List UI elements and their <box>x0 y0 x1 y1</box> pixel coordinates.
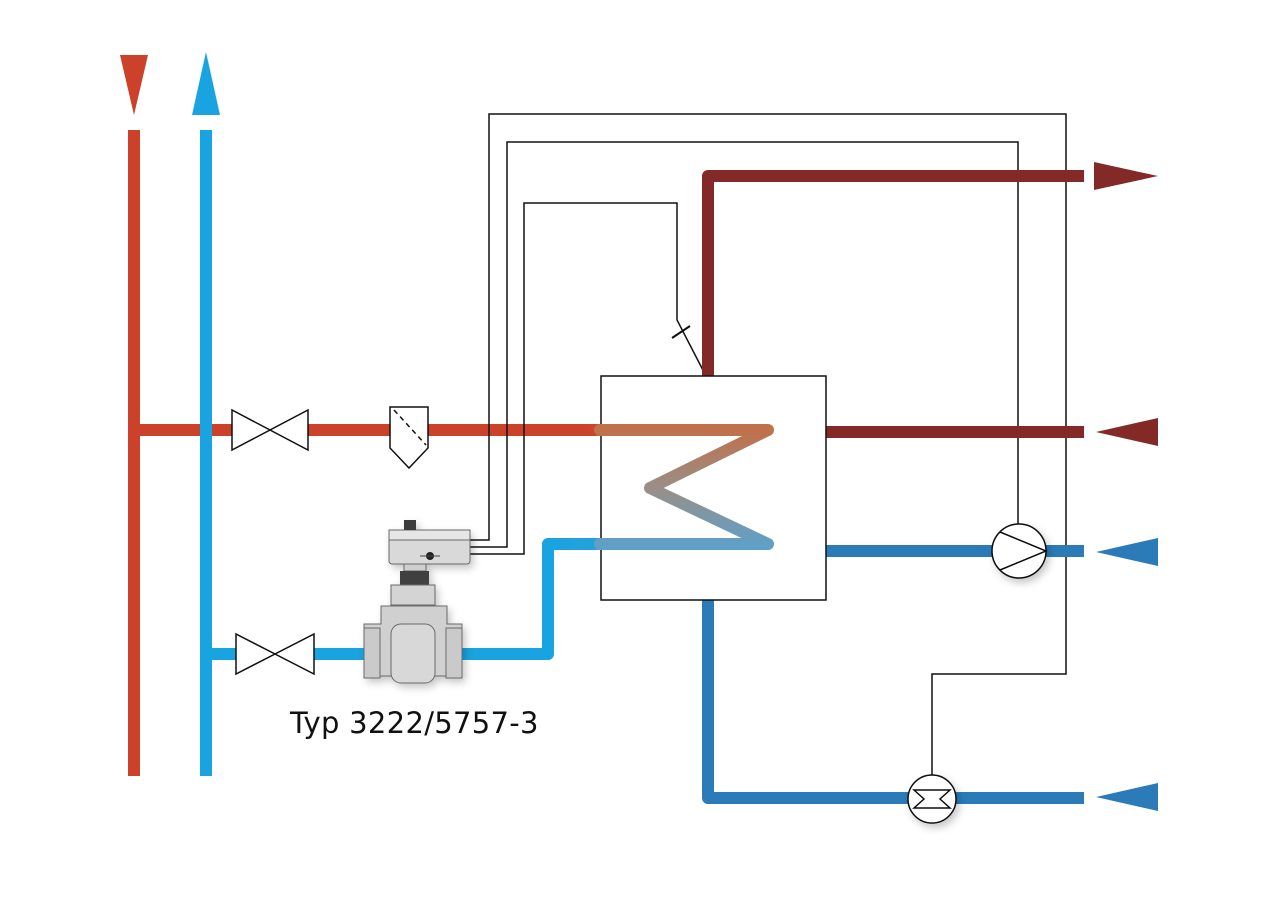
control-wiring <box>470 113 1067 780</box>
primary-return-line <box>192 52 236 776</box>
secondary-inlet-arrow <box>1096 418 1158 446</box>
secondary-supply-arrow <box>1094 162 1158 190</box>
valve-type-label: Typ 3222/5757-3 <box>290 706 539 740</box>
heat-exchanger <box>594 375 827 601</box>
control-valve <box>363 520 471 684</box>
secondary-return-arrow <box>1096 538 1158 566</box>
primary-supply-arrow <box>120 55 148 115</box>
strainer <box>389 406 429 470</box>
primary-return-arrow <box>192 52 220 115</box>
circulation-pump <box>991 523 1048 579</box>
flow-meter <box>907 774 957 824</box>
primary-supply-line <box>120 55 232 776</box>
return-pipe-from-exchanger <box>460 538 602 660</box>
heat-exchanger-coil <box>594 424 774 550</box>
secondary-supply-line <box>702 162 1158 446</box>
shutoff-valve-supply <box>231 408 309 452</box>
temperature-sensor <box>671 325 691 339</box>
secondary-bottom-arrow <box>1096 783 1158 811</box>
shutoff-valve-return <box>235 632 315 676</box>
